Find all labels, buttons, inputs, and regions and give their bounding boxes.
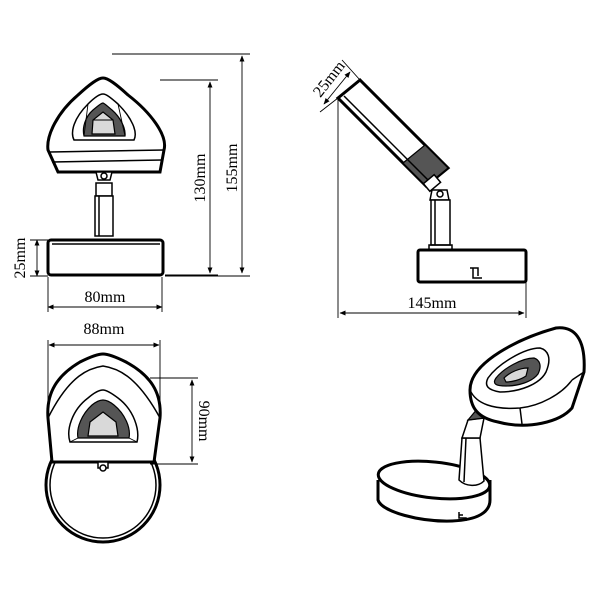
iso-base — [376, 459, 492, 523]
top-depth-label: 90mm — [195, 401, 212, 442]
side-base — [416, 248, 528, 284]
front-base — [46, 238, 165, 277]
side-view: 25mm 145mm — [310, 57, 528, 318]
side-total-width-label: 145mm — [408, 295, 457, 312]
isometric-view — [376, 326, 586, 523]
front-base-width-label: 80mm — [85, 289, 126, 306]
front-base-height-label: 25mm — [12, 237, 29, 278]
iso-stem — [458, 407, 489, 487]
front-view: 25mm 80mm 130mm 155mm — [12, 53, 250, 312]
top-view: 88mm 90mm — [44, 321, 212, 544]
front-stem — [94, 182, 114, 237]
front-height-130-label: 130mm — [192, 153, 209, 202]
front-lamp-head — [46, 76, 167, 181]
front-height-155-label: 155mm — [224, 143, 241, 192]
top-width-label: 88mm — [84, 321, 125, 338]
iso-lamp-head — [468, 326, 586, 427]
side-stem — [428, 189, 453, 251]
top-lamp-head — [46, 352, 162, 472]
side-lamp-head — [335, 77, 451, 193]
